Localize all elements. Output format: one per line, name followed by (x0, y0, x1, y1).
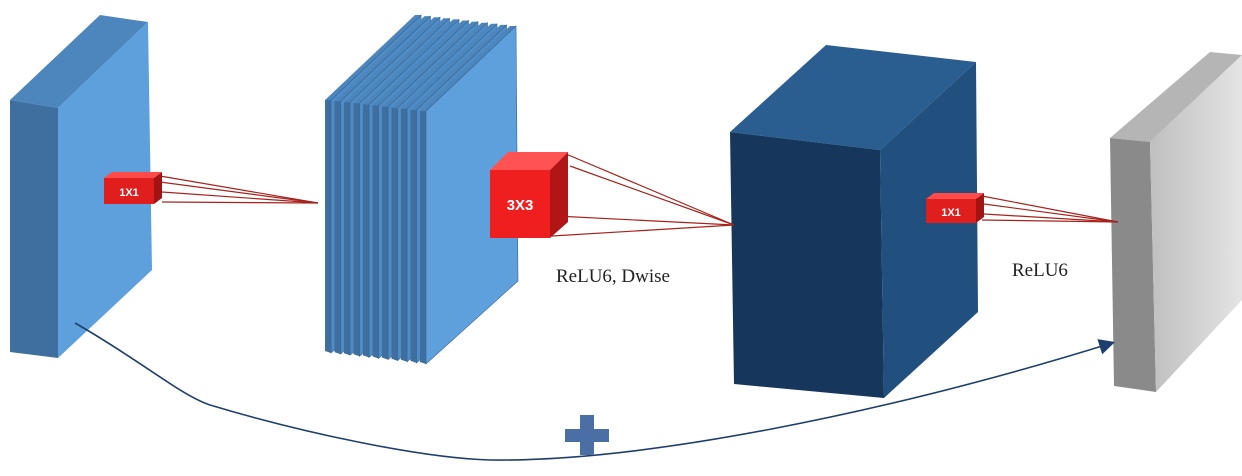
stack-slice-top (420, 26, 516, 111)
depthwise-label: ReLU6, Dwise (556, 266, 670, 287)
stack-slice-top (353, 18, 450, 104)
kernel-label: 3X3 (507, 197, 534, 214)
kernel1-line (159, 175, 319, 204)
kernel-top (104, 172, 162, 178)
kernel3-line (981, 219, 1119, 223)
depthwise-output-block (730, 45, 978, 398)
kernel1-line (159, 181, 319, 204)
kernel-front (104, 178, 154, 204)
plus-vertical (580, 415, 594, 455)
skip-connection-arrow-icon (74, 322, 1116, 461)
plus-icon (565, 415, 609, 455)
kernel3-line (981, 195, 1119, 223)
output-block-front (730, 132, 884, 398)
stack-slice-side (334, 101, 341, 355)
kernel-side (154, 172, 162, 204)
kernel-side (976, 193, 984, 223)
result-slab-front (1150, 55, 1242, 392)
result-slab-top (1110, 52, 1242, 142)
input-slab-top (10, 15, 148, 108)
stack-slice-side (410, 109, 417, 363)
stack-slice-side (325, 100, 331, 353)
kernel-front (490, 170, 550, 238)
stack-slice-top (372, 20, 469, 106)
kernel1-line (161, 201, 319, 204)
kernel2-line (565, 153, 735, 226)
stack-slice-top (410, 24, 507, 110)
stack-slice-side (401, 108, 407, 362)
kernel-side (550, 152, 568, 238)
kernel-1x1-first: 1X1 (104, 172, 162, 204)
projection-label: ReLU6 (1012, 260, 1068, 281)
stack-slice-front (425, 25, 519, 365)
stack-slice-top (325, 15, 421, 100)
stack-slice-side (363, 104, 369, 358)
kernel2-line (555, 215, 735, 226)
kernel1-line (161, 191, 319, 204)
kernel-projection-lines (159, 153, 1119, 237)
stack-slice-top (401, 23, 497, 109)
kernel-1x1-last: 1X1 (926, 193, 984, 223)
kernel2-line (551, 224, 735, 237)
stack-slice-side (344, 102, 350, 356)
stack-slice-side (420, 111, 426, 364)
stack-slice-side (372, 105, 379, 359)
stack-slice-side (391, 107, 398, 361)
input-slab-side (10, 100, 58, 358)
expanded-feature-stack (325, 14, 519, 365)
output-block-side (880, 62, 978, 398)
output-block-top (730, 45, 976, 150)
input-feature-map (10, 15, 152, 358)
kernel2-line (569, 165, 735, 226)
stack-slice-top (391, 22, 488, 108)
result-feature-map (1110, 52, 1242, 392)
kernel3-line (983, 203, 1119, 223)
kernel3-line (983, 213, 1119, 223)
kernel-label: 1X1 (119, 187, 139, 199)
stack-slice-top (382, 21, 478, 107)
stack-slice-top (334, 16, 431, 102)
stack-slice-side (353, 103, 360, 357)
kernel-3x3-depthwise: 3X3 (490, 152, 568, 238)
kernel-label: 1X1 (941, 207, 961, 219)
kernel-front (926, 199, 976, 223)
kernel-top (490, 152, 568, 170)
stack-slice-side (382, 106, 388, 360)
result-slab-side (1110, 138, 1156, 392)
kernel-top (926, 193, 984, 199)
stack-slice-top (344, 17, 440, 103)
stack-slice-top (363, 19, 459, 105)
